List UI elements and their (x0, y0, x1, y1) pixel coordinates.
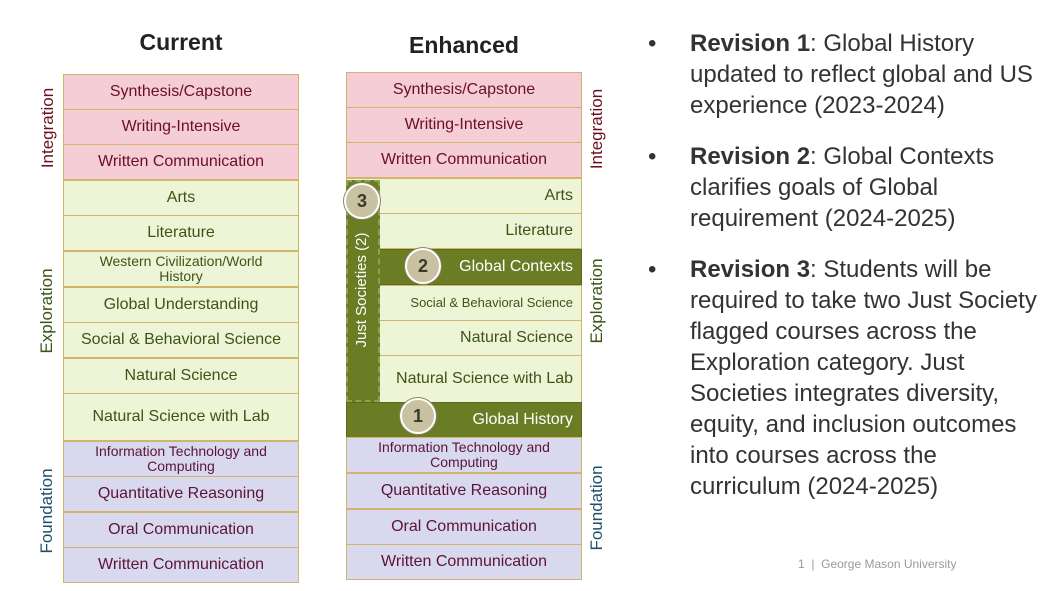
revisions-list: • Revision 1: Global History updated to … (648, 28, 1038, 522)
enhanced-natural-science: Natural Science (346, 320, 582, 356)
current-synthesis-capstone: Synthesis/Capstone (63, 74, 299, 110)
revision-item: • Revision 3: Students will be required … (648, 254, 1038, 502)
current-written-communication-found: Written Communication (63, 547, 299, 583)
enhanced-info-tech: Information Technology and Computing (346, 437, 582, 473)
marker-1: 1 (400, 398, 436, 434)
revision-label: Revision 3 (690, 256, 811, 283)
enhanced-arts: Arts (346, 178, 582, 214)
current-arts: Arts (63, 180, 299, 216)
marker-3: 3 (344, 183, 380, 219)
enhanced-social-behavioral: Social & Behavioral Science (346, 285, 582, 321)
revision-item: • Revision 2: Global Contexts clarifies … (648, 141, 1038, 234)
revision-description: : Students will be required to take two … (690, 256, 1037, 500)
current-foundation-label: Foundation (37, 468, 56, 554)
enhanced-global-history: Global History (346, 402, 582, 438)
revision-label: Revision 2 (690, 143, 811, 170)
enhanced-literature: Literature (346, 213, 582, 249)
revision-label: Revision 1 (690, 30, 811, 57)
revision-text: Revision 1: Global History updated to re… (690, 28, 1038, 121)
current-writing-intensive: Writing-Intensive (63, 109, 299, 145)
current-info-tech: Information Technology and Computing (63, 441, 299, 477)
current-western-civ: Western Civilization/World History (63, 251, 299, 287)
bullet-icon: • (648, 30, 657, 57)
current-literature: Literature (63, 215, 299, 251)
enhanced-written-communication-integ: Written Communication (346, 142, 582, 178)
current-exploration-label: Exploration (37, 268, 56, 354)
enhanced-integration-label: Integration (587, 88, 606, 170)
enhanced-synthesis-capstone: Synthesis/Capstone (346, 72, 582, 108)
enhanced-natural-science-lab: Natural Science with Lab (346, 355, 582, 403)
revision-item: • Revision 1: Global History updated to … (648, 28, 1038, 121)
current-natural-science-lab: Natural Science with Lab (63, 393, 299, 441)
marker-2: 2 (405, 248, 441, 284)
current-written-communication-integ: Written Communication (63, 144, 299, 180)
revision-text: Revision 3: Students will be required to… (690, 254, 1038, 502)
enhanced-quant-reasoning: Quantitative Reasoning (346, 473, 582, 509)
just-societies-label: Just Societies (2) (353, 232, 370, 348)
enhanced-exploration-label: Exploration (587, 258, 606, 344)
enhanced-oral-communication: Oral Communication (346, 509, 582, 545)
enhanced-foundation-label: Foundation (587, 465, 606, 551)
enhanced-title: Enhanced (409, 32, 519, 58)
revision-text: Revision 2: Global Contexts clarifies go… (690, 141, 1038, 234)
current-oral-communication: Oral Communication (63, 512, 299, 548)
current-quant-reasoning: Quantitative Reasoning (63, 476, 299, 512)
bullet-icon: • (648, 256, 657, 283)
slide-footer: 1 | George Mason University (798, 557, 957, 571)
revision-description: : Global History updated to reflect glob… (690, 30, 1033, 119)
revision-description: : Global Contexts clarifies goals of Glo… (690, 143, 995, 232)
current-global-understanding: Global Understanding (63, 287, 299, 323)
bullet-icon: • (648, 143, 657, 170)
current-title: Current (139, 29, 223, 55)
enhanced-written-communication-found: Written Communication (346, 544, 582, 580)
current-natural-science: Natural Science (63, 358, 299, 394)
enhanced-global-contexts: Global Contexts (346, 249, 582, 285)
current-integration-label: Integration (38, 87, 57, 169)
enhanced-writing-intensive: Writing-Intensive (346, 107, 582, 143)
current-social-behavioral: Social & Behavioral Science (63, 322, 299, 358)
